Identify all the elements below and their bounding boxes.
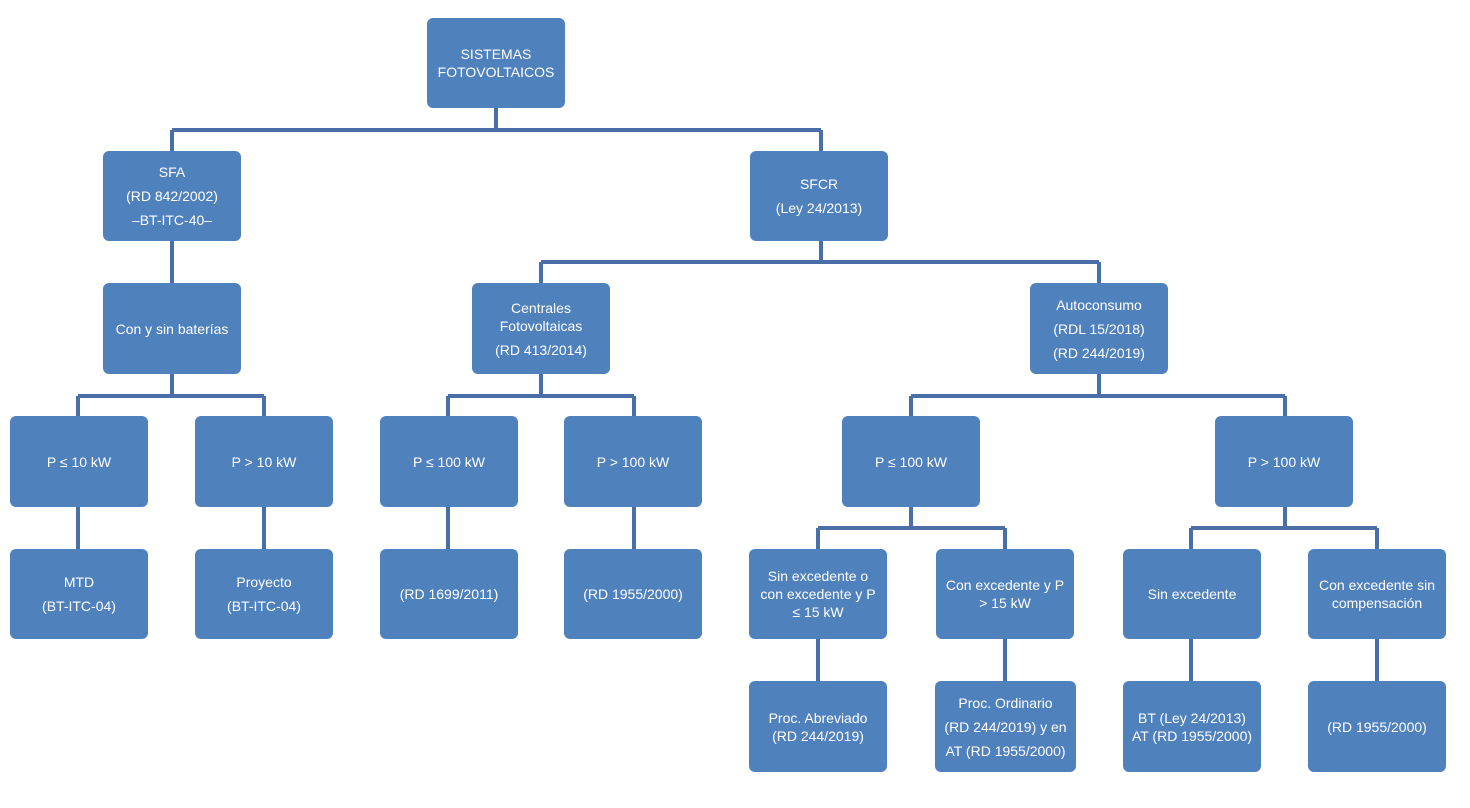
node-autoconsumo-p-gt-100kw: P > 100 kW <box>1215 416 1353 507</box>
node-con-y-sin-baterias: Con y sin baterías <box>103 283 241 374</box>
connector-aut-le100 <box>816 507 1007 550</box>
node-centrales-p-gt-100kw: P > 100 kW <box>564 416 702 507</box>
node-con-excedente-gt-15kw: Con excedente y P > 15 kW <box>936 549 1074 639</box>
node-con-excedente-sin-compensacion: Con excedente sin compensación <box>1308 549 1446 639</box>
connector-autoconsumo <box>909 374 1287 417</box>
node-centrales-p-le-100kw: P ≤ 100 kW <box>380 416 518 507</box>
node-autoconsumo: Autoconsumo (RDL 15/2018) (RD 244/2019) <box>1030 283 1168 374</box>
node-sin-excedente-o-con-excedente-le-15kw: Sin excedente o con excedente y P ≤ 15 k… <box>749 549 887 639</box>
node-proc-abreviado: Proc. Abreviado (RD 244/2019) <box>749 681 887 772</box>
connector-centrales <box>446 374 636 417</box>
node-rd-1955-2000-centrales: (RD 1955/2000) <box>564 549 702 639</box>
node-mtd: MTD (BT-ITC-04) <box>10 549 148 639</box>
node-centrales-fotovoltaicas: Centrales Fotovoltaicas (RD 413/2014) <box>472 283 610 374</box>
node-autoconsumo-p-le-100kw: P ≤ 100 kW <box>842 416 980 507</box>
connector-baterias <box>76 374 266 417</box>
node-bt-at: BT (Ley 24/2013) AT (RD 1955/2000) <box>1123 681 1261 772</box>
node-sfcr: SFCR (Ley 24/2013) <box>750 151 888 241</box>
node-sistemas-fotovoltaicos: SISTEMAS FOTOVOLTAICOS <box>427 18 565 108</box>
connector-aut-gt100 <box>1189 507 1379 550</box>
node-sfa-p-le-10kw: P ≤ 10 kW <box>10 416 148 507</box>
connector-sfcr <box>539 240 1101 284</box>
node-proc-ordinario: Proc. Ordinario (RD 244/2019) y en AT (R… <box>935 681 1076 772</box>
node-rd-1955-2000-autoconsumo: (RD 1955/2000) <box>1308 681 1446 772</box>
node-proyecto: Proyecto (BT-ITC-04) <box>195 549 333 639</box>
node-sin-excedente: Sin excedente <box>1123 549 1261 639</box>
node-sfa: SFA (RD 842/2002) –BT-ITC-40– <box>103 151 241 241</box>
node-rd-1699-2011: (RD 1699/2011) <box>380 549 518 639</box>
node-sfa-p-gt-10kw: P > 10 kW <box>195 416 333 507</box>
connector-root <box>170 108 823 152</box>
